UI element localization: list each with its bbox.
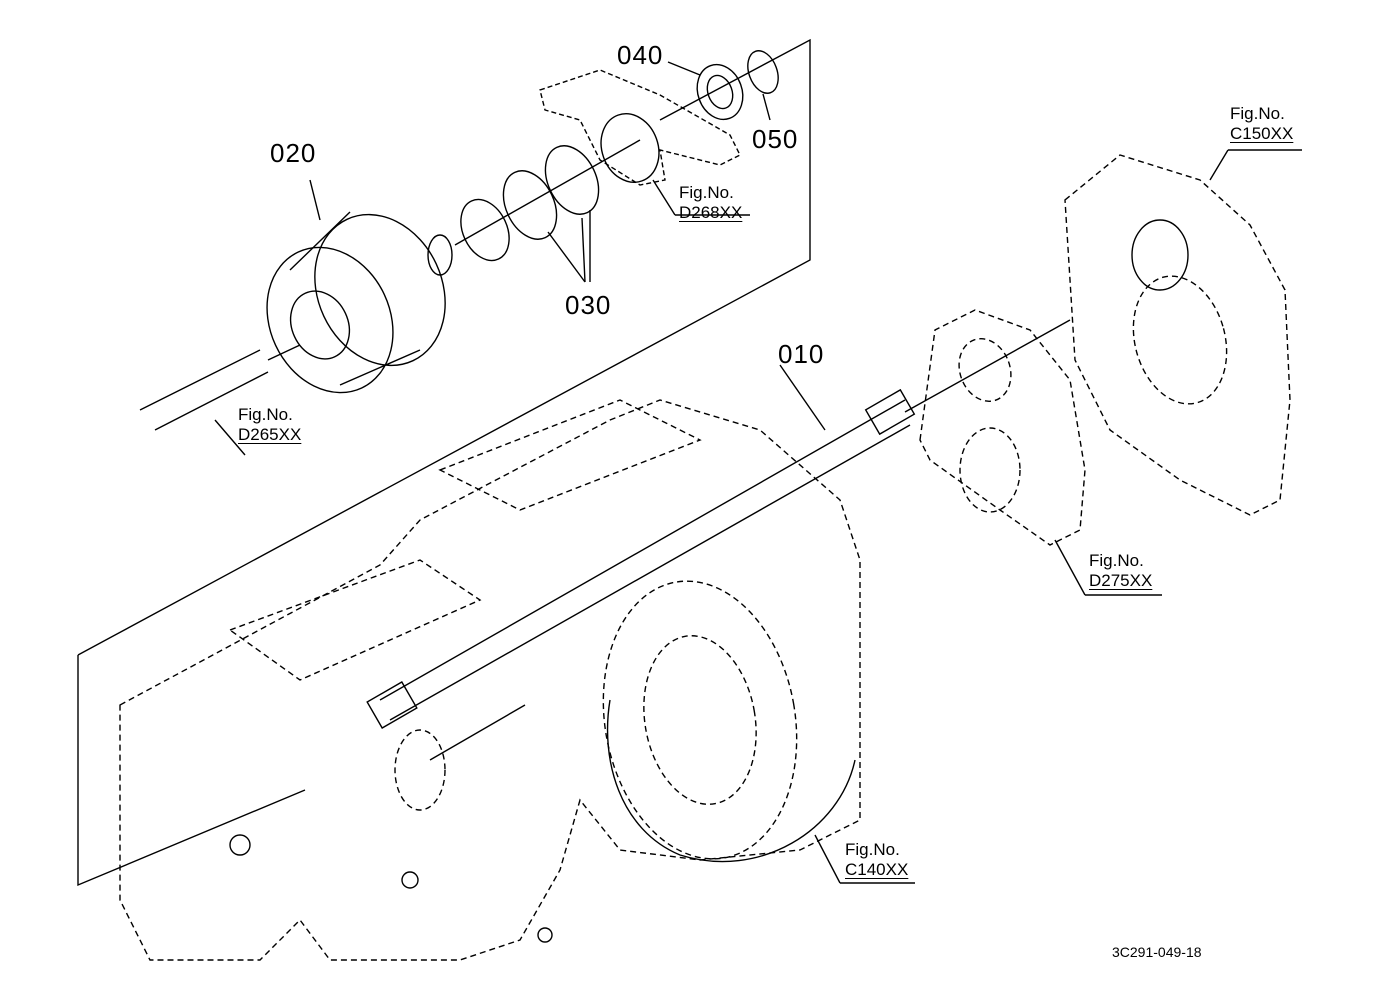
- callout-010: 010: [778, 339, 825, 369]
- callout-040: 040: [617, 40, 664, 70]
- figure-ref-code: D268XX: [679, 203, 743, 222]
- figure-ref-d275: Fig.No. D275XX: [1089, 551, 1152, 591]
- inset-frame-top: [77, 38, 811, 656]
- figure-ref-d265: Fig.No. D265XX: [238, 405, 301, 445]
- callout-050: 050: [752, 124, 799, 154]
- figure-ref-prefix: Fig.No.: [1089, 551, 1144, 570]
- cover-d275: [919, 309, 1086, 546]
- input-shaft: [139, 344, 301, 431]
- housing-c150: [1064, 154, 1291, 516]
- shaft-010: [366, 319, 1071, 729]
- figure-ref-code: D265XX: [238, 425, 302, 444]
- figure-ref-d268: Fig.No. D268XX: [679, 183, 742, 223]
- transmission-case: [119, 399, 861, 961]
- figure-ref-prefix: Fig.No.: [238, 405, 293, 424]
- figure-ref-code: C150XX: [1230, 124, 1294, 143]
- figure-ref-c140: Fig.No. C140XX: [845, 840, 908, 880]
- figure-ref-prefix: Fig.No.: [679, 183, 734, 202]
- figure-ref-code: D275XX: [1089, 571, 1153, 590]
- drawing-reference-code: 3C291-049-18: [1112, 944, 1202, 960]
- figure-ref-c150: Fig.No. C150XX: [1230, 104, 1293, 144]
- figure-ref-code: C140XX: [845, 860, 909, 879]
- case-solid-lines: [229, 699, 856, 943]
- figure-ref-prefix: Fig.No.: [845, 840, 900, 859]
- clutch-pack-020: [266, 211, 453, 394]
- o-rings-030: [454, 139, 641, 283]
- callout-030: 030: [565, 290, 612, 320]
- inset-frame: [77, 655, 306, 887]
- bracket-d268: [539, 69, 741, 186]
- figure-ref-prefix: Fig.No.: [1230, 104, 1285, 123]
- callout-020: 020: [270, 138, 317, 168]
